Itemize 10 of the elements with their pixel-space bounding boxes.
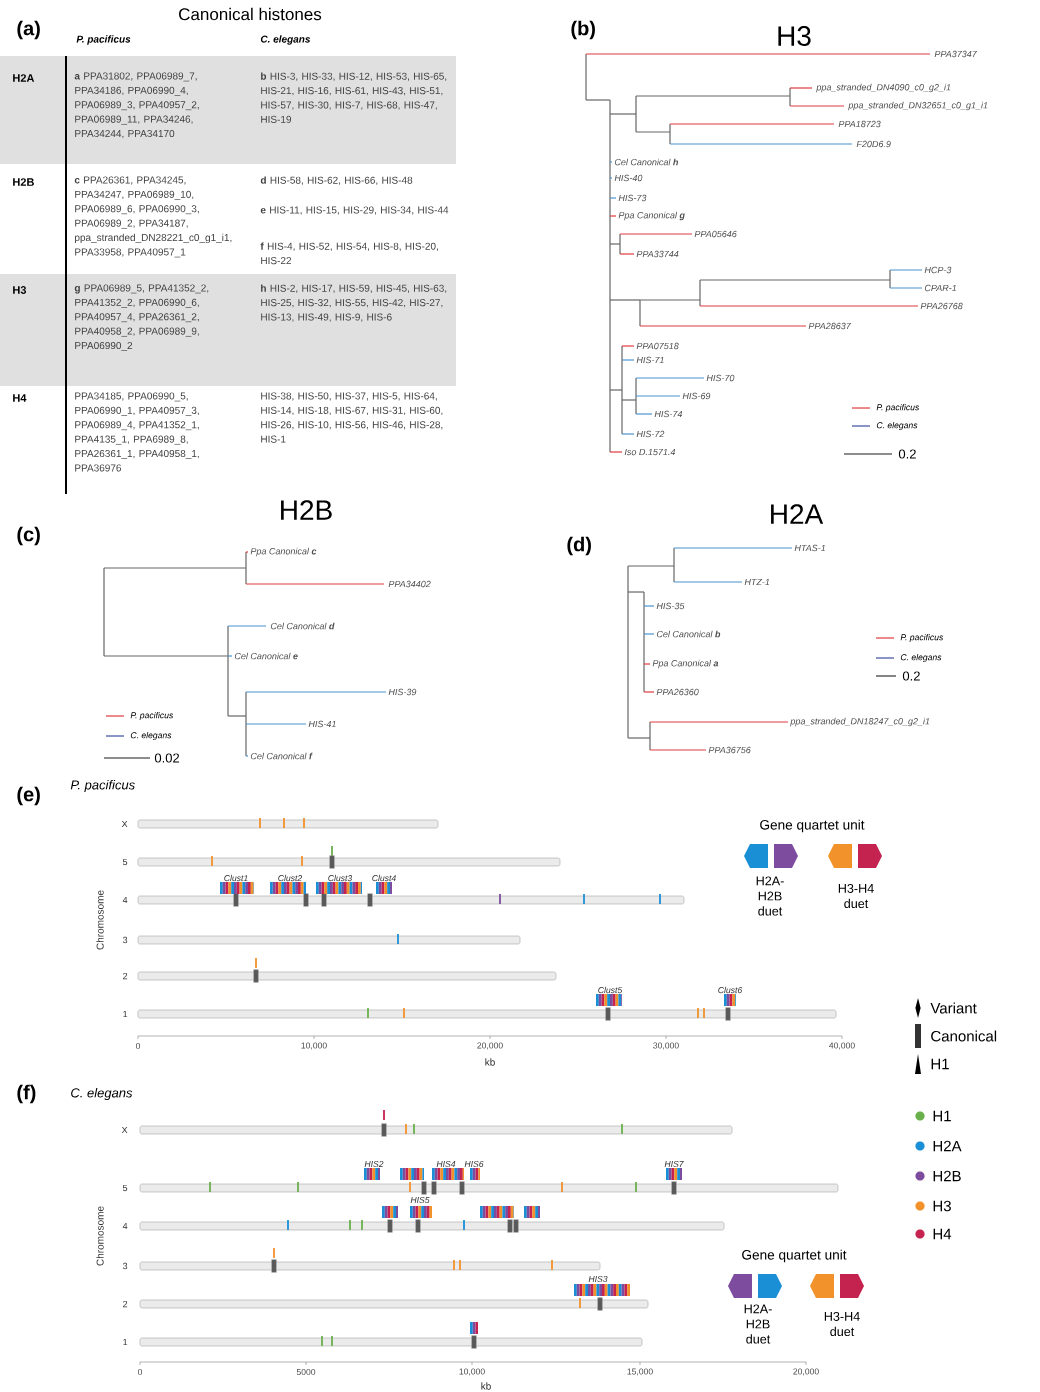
table-title: Canonical histones — [179, 7, 322, 21]
panel-letter: (a) — [17, 20, 40, 40]
panel-letter: (b) — [571, 20, 595, 40]
panel-title: H2B — [281, 500, 332, 520]
panel-title: H2A — [771, 504, 824, 524]
panel-title: H3 — [778, 26, 811, 46]
panel-letter: (f) — [17, 1084, 36, 1104]
panel-letter: (d) — [567, 536, 591, 556]
panel-letter: (e) — [17, 786, 40, 806]
panel-letter: (c) — [17, 526, 40, 546]
